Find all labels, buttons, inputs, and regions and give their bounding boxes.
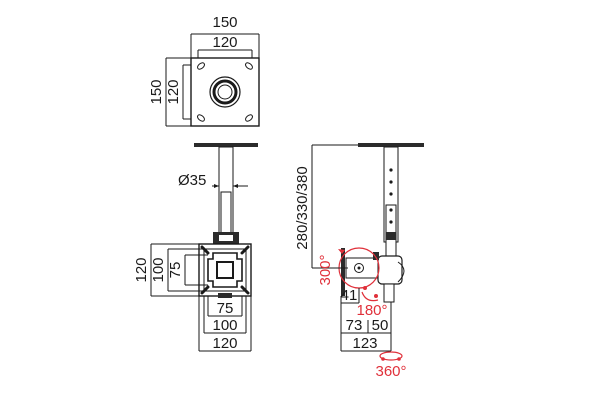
pivot-knob-icon [354, 263, 364, 273]
vesa-slot-icon [200, 285, 210, 295]
side-lower-tube [385, 204, 397, 258]
dim-arrow-icon [214, 184, 219, 188]
side-pivot-arm [345, 257, 379, 279]
dim-label-tube-diameter: Ø35 [178, 172, 206, 189]
dim-label-tilt: 300° [317, 254, 334, 285]
adjust-hole-icon [389, 192, 393, 196]
adjust-hole-icon [389, 208, 393, 212]
mount-hole-icon [197, 114, 205, 122]
dim-label-height-options: 280/330/380 [294, 166, 311, 249]
dim-label-front-mid-width: 100 [212, 317, 237, 334]
adjust-hole-icon [389, 168, 393, 172]
front-connector-inner [219, 235, 233, 241]
pivot-screw [373, 252, 379, 260]
dim-label-depth: 123 [352, 335, 377, 352]
vesa-cross-shape [207, 252, 243, 288]
vesa-plate-inner [203, 248, 247, 292]
vesa-slot-icon [200, 245, 210, 255]
front-ceiling-plate [194, 143, 258, 147]
dim-label-front-inner-height: 75 [167, 262, 184, 279]
dim-label-offset-73: 73 [346, 317, 363, 334]
dim-label-offset-50: 50 [372, 317, 389, 334]
center-tube-mid [212, 79, 238, 105]
side-lower-stem [383, 283, 395, 303]
dim-label-offset-41: 41 [341, 287, 358, 304]
adjust-hole-icon [389, 220, 393, 224]
side-vesa-plate [341, 248, 345, 296]
pan-arc [361, 291, 379, 302]
tilt-marker-icon [374, 294, 378, 298]
adjust-hole-icon [389, 180, 393, 184]
rotate-marker-icon [397, 357, 401, 361]
dim-label-front-outer-width: 120 [212, 335, 237, 352]
dim-label-front-mid-height: 100 [150, 257, 167, 282]
side-ceiling-plate [358, 143, 424, 147]
lock-knob [386, 232, 396, 240]
vesa-slot-icon [240, 245, 250, 255]
vesa-center-square [216, 261, 234, 279]
side-bracket-body [377, 255, 403, 285]
top-view: 150 120 150 120 [148, 14, 260, 127]
pivot-knob-center-icon [357, 266, 361, 270]
rotate-360-ellipse [379, 351, 403, 361]
side-view: 280/330/380 300° 41 180° 73 50 123 360° [294, 143, 424, 380]
tilt-arrow-icon [338, 249, 345, 254]
ceiling-plate-outline [190, 57, 260, 127]
tilt-marker-icon [363, 286, 367, 290]
mount-hole-icon [245, 114, 253, 122]
vesa-bottom-nub [218, 293, 232, 298]
center-tube-outer [209, 76, 241, 108]
dim-label-pan: 180° [356, 302, 387, 319]
dim-label-front-outer-height: 120 [133, 257, 150, 282]
dim-label-top-inner-width: 120 [212, 34, 237, 51]
mount-hole-icon [245, 62, 253, 70]
dim-label-rotate: 360° [375, 363, 406, 380]
dim-arrow-icon [233, 184, 238, 188]
front-view: Ø35 120 100 75 [133, 143, 258, 352]
dim-label-top-inner-height: 120 [165, 79, 182, 104]
mount-hole-icon [197, 62, 205, 70]
vesa-slot-icon [240, 285, 250, 295]
dim-label-top-outer-width: 150 [212, 14, 237, 31]
side-bracket-curve [397, 261, 405, 283]
center-tube-inner [217, 84, 233, 100]
dim-label-top-outer-height: 150 [148, 79, 165, 104]
dim-label-front-inner-width: 75 [217, 300, 234, 317]
rotate-marker-icon [381, 357, 385, 361]
